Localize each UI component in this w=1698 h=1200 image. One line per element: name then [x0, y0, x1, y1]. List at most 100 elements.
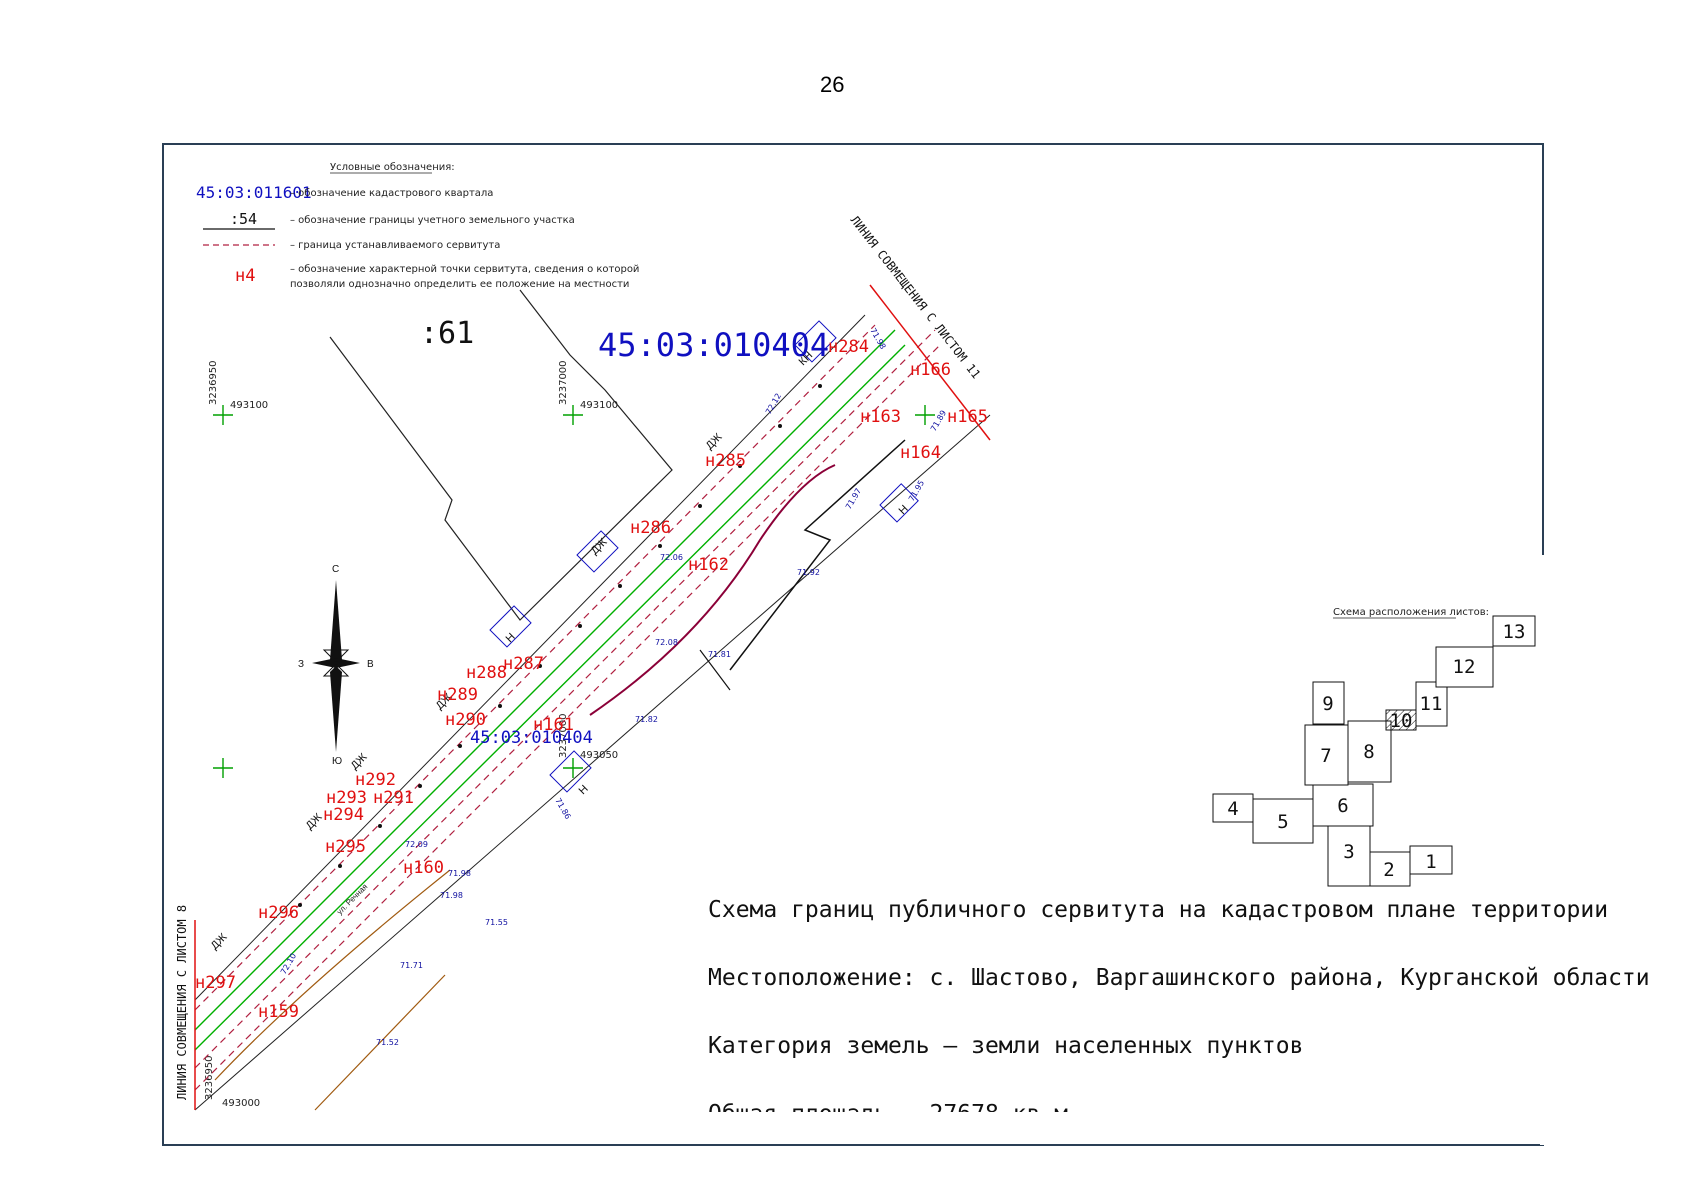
elevation: 71.98 [448, 869, 471, 878]
elevation: 71.52 [376, 1038, 399, 1047]
elevation: 71.71 [400, 961, 423, 970]
grid-label-2: 493100 [230, 400, 268, 411]
parcel-61-boundary [329, 289, 673, 621]
building-tag-h2: Н [577, 783, 591, 797]
fence-dots [298, 384, 822, 907]
elevation: 72.06 [660, 553, 683, 562]
elevation: 71.97 [844, 487, 863, 511]
legend-symbol-point: н4 [235, 266, 255, 286]
sheet-scheme-title: Схема расположения листов: [1333, 607, 1489, 618]
point-label: н294 [323, 805, 364, 825]
elevation-marks: 71.98 72.12 72.06 72.08 71.81 71.82 71.9… [279, 327, 948, 1048]
sheet-number: 2 [1383, 859, 1394, 881]
grid-label-8: 493000 [222, 1098, 260, 1109]
sheet-number: 1 [1425, 851, 1436, 873]
elevation: 72.08 [655, 638, 678, 647]
legend-text-quarter: – обозначение кадастрового квартала [290, 188, 493, 199]
elevation: 71.81 [708, 650, 731, 659]
point-label: н293 [326, 788, 367, 808]
point-label: н285 [705, 451, 746, 471]
legend-symbol-quarter: 45:03:011601 [196, 183, 312, 202]
compass-rose [312, 580, 360, 752]
elevation: 71.86 [553, 797, 572, 821]
point-label: н286 [630, 518, 671, 538]
ditch-curve [589, 464, 836, 716]
point-label: н162 [688, 555, 729, 575]
sheet-number: 5 [1277, 811, 1288, 833]
point-label: н297 [195, 973, 236, 993]
building-tag-4: ДЖ [304, 811, 325, 832]
street-curve [214, 869, 451, 1081]
elevation: 71.98 [440, 891, 463, 900]
legend-text-point-2: позволяли однозначно определить ее полож… [290, 279, 629, 290]
building-tag-1: ДЖ [704, 431, 725, 452]
map-clip-bottom [164, 1112, 1542, 1144]
sheet-number: 8 [1363, 741, 1374, 763]
street-line [314, 974, 446, 1111]
elevation: 71.92 [797, 568, 820, 577]
point-label: н166 [910, 360, 951, 380]
compass-s: Ю [332, 756, 342, 767]
elevation: 72.12 [764, 392, 783, 416]
grid-label-7: 3236950 [204, 1055, 215, 1100]
elevation: 71.82 [635, 715, 658, 724]
building-tag-2: ДЖ [589, 536, 610, 557]
point-label: н165 [947, 407, 988, 427]
sheet-number: 7 [1320, 745, 1331, 767]
point-label: н292 [355, 770, 396, 790]
title-line-1: Схема границ публичного сервитута на кад… [708, 897, 1608, 923]
quarter-label-secondary: 45:03:010404 [470, 728, 593, 748]
legend-text-parcel: – обозначение границы учетного земельног… [290, 215, 575, 226]
point-label: н296 [258, 903, 299, 923]
grid-label-3: 3237000 [558, 360, 569, 405]
title-line-3: Категория земель – земли населенных пунк… [708, 1033, 1303, 1059]
sheet-number: 3 [1343, 841, 1354, 863]
compass-e: В [367, 659, 374, 670]
sheet-number: 11 [1420, 693, 1443, 715]
building-tag-5: ДЖ [209, 931, 230, 952]
road-corridor [194, 314, 991, 1111]
elevation: 71.95 [907, 479, 926, 503]
frame-gap [1540, 555, 1546, 1145]
legend-symbol-parcel: :54 [230, 210, 257, 228]
sheet-scheme [1212, 615, 1536, 887]
compass-n: С [332, 564, 339, 575]
point-label: н295 [325, 837, 366, 857]
servitude-points: н284 н166 н163 н165 н164 н285 н286 н162 … [195, 337, 988, 1022]
elevation: 71.55 [485, 918, 508, 927]
point-label: н288 [466, 663, 507, 683]
sheet-number: 4 [1227, 798, 1238, 820]
parcel-61-label: :61 [420, 316, 474, 351]
point-label: н161 [533, 715, 574, 735]
grid-crosses [213, 405, 935, 778]
sheet-number-current: 10 [1390, 710, 1413, 732]
grid-label-5: 3237000 [558, 713, 569, 758]
building-tag-6: ДЖ [349, 751, 370, 772]
point-label: н290 [445, 710, 486, 730]
compass-w: З [298, 659, 304, 670]
legend-text-point-1: – обозначение характерной точки сервитут… [290, 264, 639, 275]
match-line-top [869, 284, 991, 441]
elevation: 72.09 [405, 840, 428, 849]
grid-label-1: 3236950 [208, 360, 219, 405]
elevation: 71.89 [929, 409, 948, 433]
quarter-label-main: 45:03:010404 [598, 326, 829, 364]
point-label: н163 [860, 407, 901, 427]
sheet-number: 9 [1322, 693, 1333, 715]
sheet-number: 13 [1503, 621, 1526, 643]
grid-label-6: 493050 [580, 750, 618, 761]
elevation: 71.98 [868, 327, 887, 351]
point-label: н287 [503, 654, 544, 674]
point-label: н284 [828, 337, 869, 357]
match-line-left-label: ЛИНИЯ СОВМЕЩЕНИЯ С ЛИСТОМ 8 [175, 905, 189, 1100]
legend-text-servitude: – граница устанавливаемого сервитута [290, 240, 500, 251]
grid-label-4: 493100 [580, 400, 618, 411]
sheet-number: 12 [1453, 656, 1476, 678]
point-label: н291 [373, 788, 414, 808]
point-label: н164 [900, 443, 941, 463]
point-label: н159 [258, 1002, 299, 1022]
point-label: н160 [403, 858, 444, 878]
building-tag-h3: Н [897, 503, 911, 517]
fence-segment [729, 439, 906, 671]
